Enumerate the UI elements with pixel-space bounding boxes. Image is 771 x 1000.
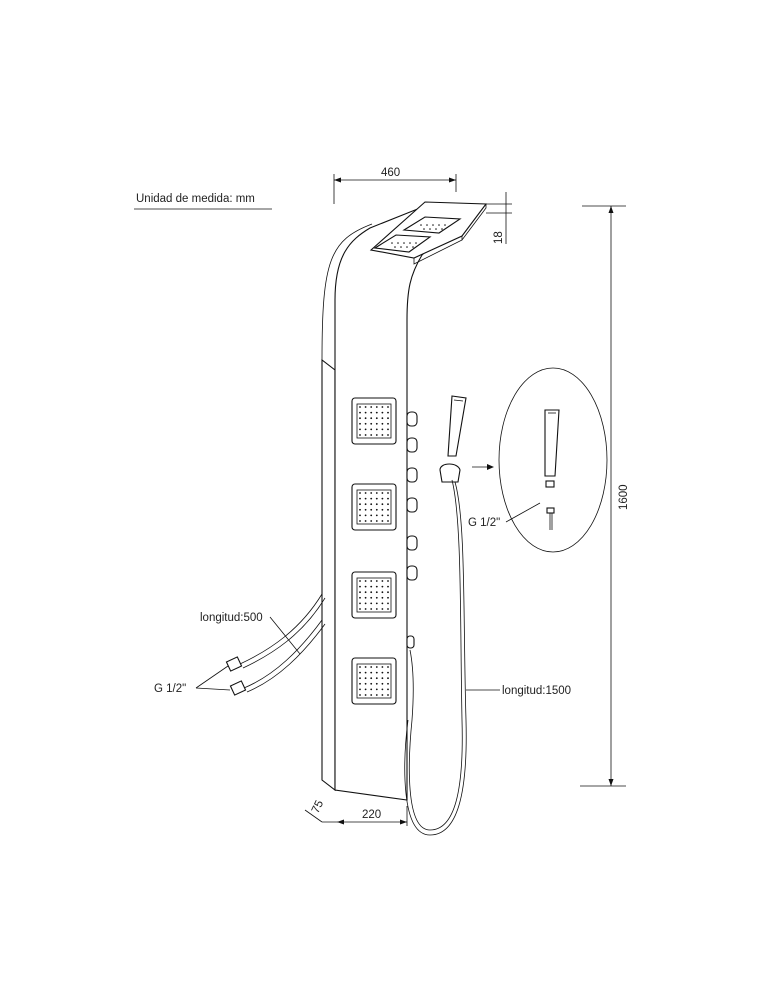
unit-label: Unidad de medida: mm — [136, 193, 255, 205]
shower-panel — [321, 201, 488, 801]
body-jet-1-icon — [351, 397, 397, 445]
body-jet-3-icon — [351, 571, 397, 619]
panel-side — [321, 358, 336, 792]
control-knobs — [406, 411, 418, 649]
hose-length-left-label: longitud:500 — [200, 612, 263, 624]
hose-length-right-label: longitud:1500 — [502, 685, 571, 697]
hand-shower-icon — [439, 395, 467, 483]
shower-hose — [408, 479, 463, 831]
detail-view: G 1/2" — [468, 367, 608, 553]
dimension-bottom-width-label: 220 — [362, 809, 381, 821]
dimension-top-thickness: 18 — [486, 192, 512, 244]
dimension-top-thickness-label: 18 — [493, 231, 505, 244]
rain-head-back-icon — [402, 216, 462, 234]
dimension-depth-label: 75 — [310, 799, 326, 816]
detail-thread-label: G 1/2" — [468, 517, 500, 529]
dimension-top-width-label: 460 — [381, 167, 400, 179]
dimension-height-label: 1600 — [618, 484, 630, 510]
body-jet-4-icon — [351, 657, 397, 705]
dimension-bottom: 75 220 — [304, 799, 408, 826]
rain-head-front-icon — [373, 234, 432, 253]
thread-left-label: G 1/2" — [154, 683, 186, 695]
panel-curve-edge — [321, 223, 373, 361]
dimension-height: 1600 — [580, 205, 630, 787]
dimension-top-width: 460 — [333, 167, 457, 204]
inlet-hoses — [225, 593, 326, 696]
body-jet-2-icon — [351, 483, 397, 531]
